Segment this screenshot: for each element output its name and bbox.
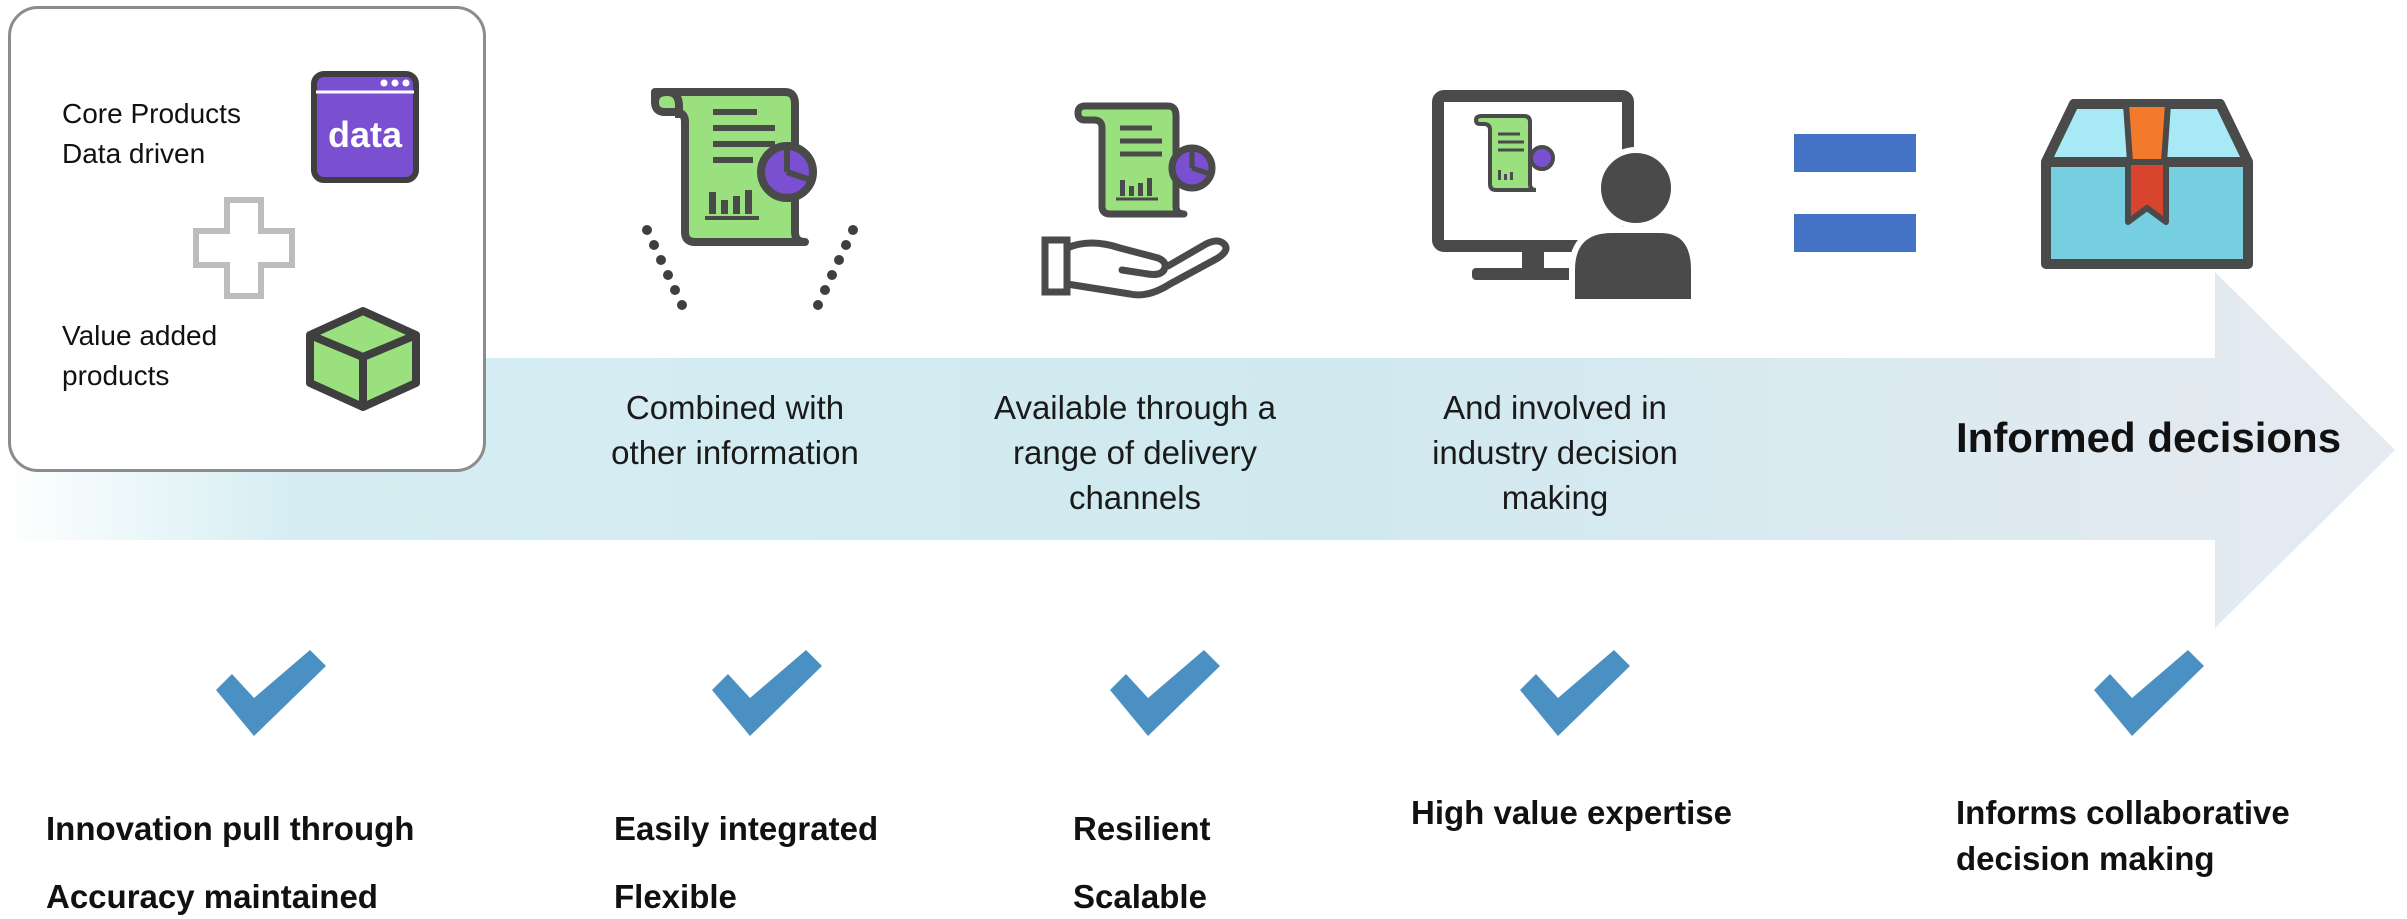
informed-decisions-label: Informed decisions [1956,414,2342,461]
core-products-label: Core Products [62,98,241,129]
checkmark-icon [216,650,326,736]
stage-3-line-2: industry decision [1432,434,1678,471]
monitor-with-user-icon [1432,90,1697,304]
checkmark-icon [1520,650,1630,736]
product-box-icon [2041,99,2253,269]
data-icon-text: data [328,114,403,155]
benefit-1-line-2: Accuracy maintained [46,878,378,915]
benefit-1-line-1: Innovation pull through [46,810,415,847]
benefit-4-line-1: High value expertise [1411,794,1732,831]
plus-icon [193,197,295,299]
stage-2-line-2: range of delivery [1013,434,1257,471]
stage-1-line-1: Combined with [625,389,845,426]
stage-1-line-2: other information [611,434,859,471]
benefit-2-line-1: Easily integrated [614,810,879,847]
report-document-icon [642,87,858,310]
stage-3-label: And involved in industry decision making [1380,385,1730,520]
products-label: products [62,360,170,391]
equals-icon [1794,134,1916,252]
value-added-label: Value added [62,320,218,351]
benefit-5-line-1: Informs collaborative [1956,794,2290,831]
benefit-3-line-1: Resilient [1073,810,1211,847]
checkmark-icon [1110,650,1220,736]
checkmark-icon [712,650,822,736]
data-window-icon: data [311,71,419,183]
data-driven-label: Data driven [62,138,206,169]
benefit-5-line-2: decision making [1956,840,2215,877]
checkmark-icon [2094,650,2204,736]
stage-2-line-1: Available through a [994,389,1276,426]
stage-3-line-3: making [1501,479,1609,516]
hand-offering-report-icon [1041,102,1230,299]
stage-1-label: Combined with other information [560,385,910,475]
benefit-3-line-2: Scalable [1073,878,1207,915]
stage-3-line-1: And involved in [1443,389,1667,426]
benefit-2-line-2: Flexible [614,878,737,915]
stage-2-line-3: channels [1068,479,1202,516]
stage-2-label: Available through a range of delivery ch… [960,385,1310,520]
cube-icon [306,307,420,411]
